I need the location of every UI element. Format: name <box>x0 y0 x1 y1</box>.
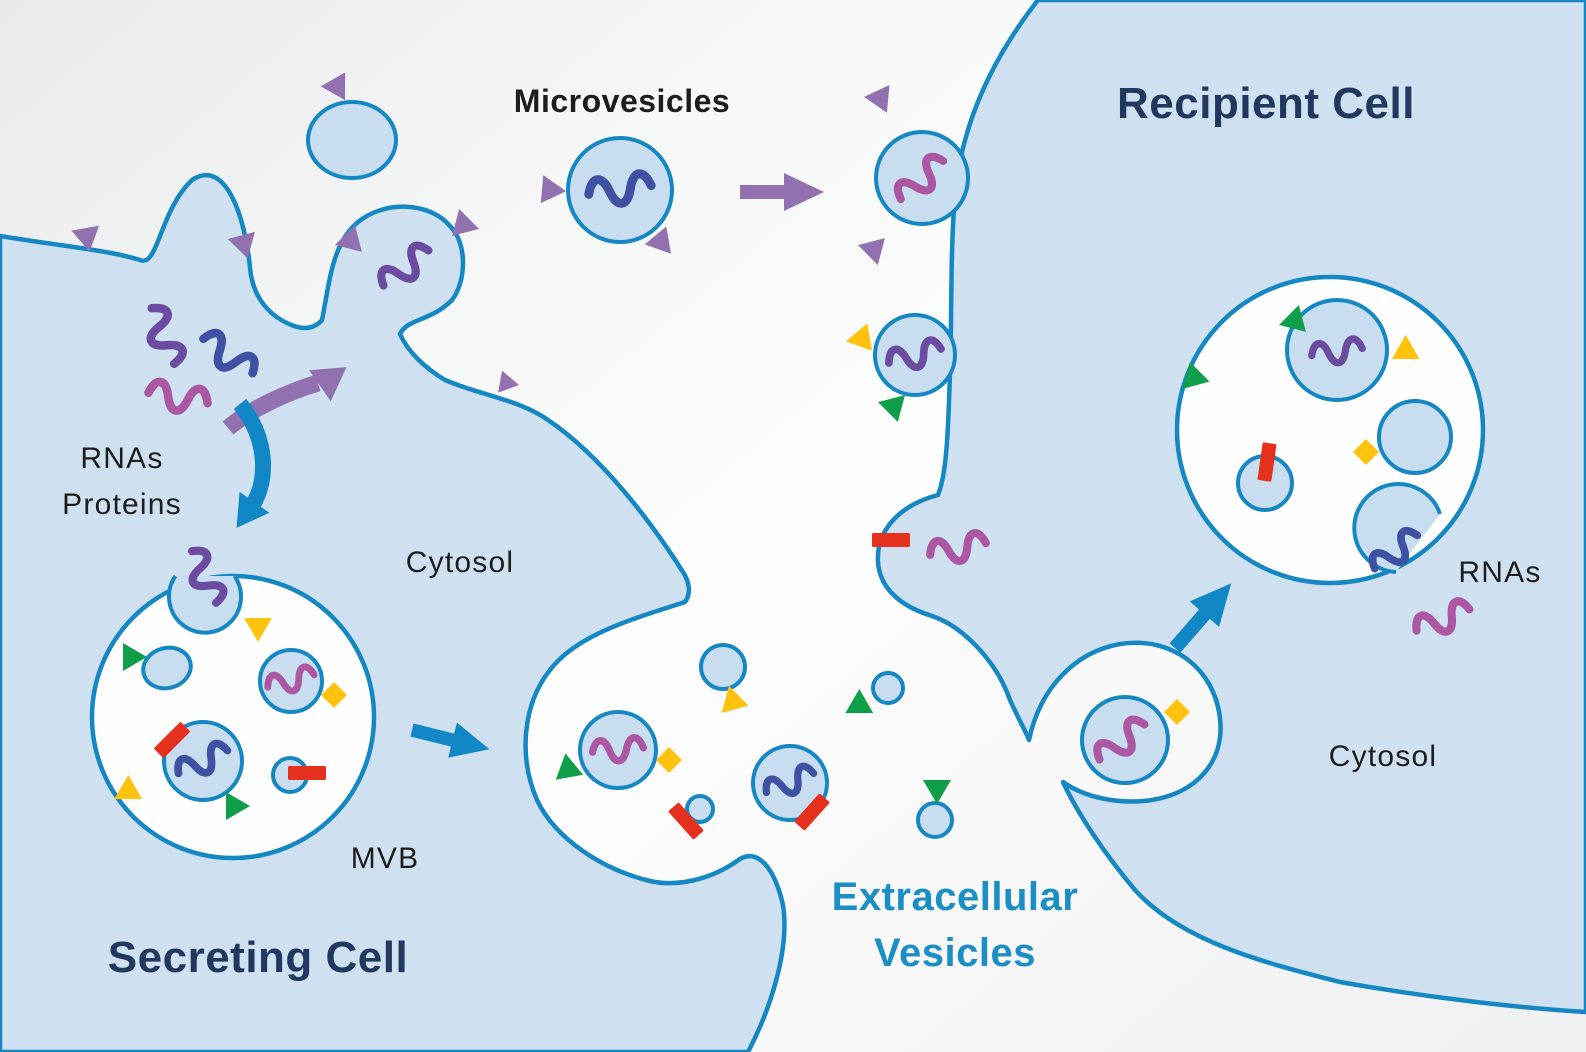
protein-triangle-icon <box>721 685 753 720</box>
extracellular-vesicle <box>699 643 747 691</box>
sorting-arrows <box>221 351 358 539</box>
receptor-triangle-icon <box>540 175 568 206</box>
vesicles <box>141 100 1453 839</box>
mvb-sorting-arrow <box>221 398 271 539</box>
extracellular-vesicle-rna <box>578 710 658 790</box>
mvb-label: MVB <box>351 842 420 875</box>
receptor-triangle-icon <box>864 85 900 119</box>
secreting-cell-label: Secreting Cell <box>108 933 408 982</box>
protein-triangle-icon <box>923 780 951 804</box>
docking-microvesicle <box>874 130 970 226</box>
proteins-label: Proteins <box>62 488 182 521</box>
protein-bar-icon <box>872 533 910 547</box>
extracellular-vesicle-small <box>871 671 905 705</box>
extracellular-vesicles-label-line1: Extracellular <box>832 875 1079 919</box>
microvesicle-budding-arrow <box>222 351 358 435</box>
receptor-triangle-icon <box>858 228 895 265</box>
rnas-right-label: RNAs <box>1458 556 1541 589</box>
extracellular-vesicle-small <box>916 801 954 839</box>
protein-diamond-icon <box>1164 699 1190 725</box>
diagram-labels: Microvesicles Recipient Cell Secreting C… <box>62 79 1541 982</box>
microvesicles-label: Microvesicles <box>514 83 730 119</box>
membrane-bound-vesicle <box>873 313 957 397</box>
protein-bar-icon <box>288 766 326 780</box>
budded-microvesicle <box>306 100 398 180</box>
recipient-cell-label: Recipient Cell <box>1117 79 1415 128</box>
extracellular-vesicle-small <box>685 794 715 824</box>
secreting-cell-body <box>0 172 787 1052</box>
extracellular-vesicles-label-line2: Vesicles <box>874 931 1036 975</box>
rnas-label: RNAs <box>80 442 163 475</box>
endosome-vesicle-empty <box>1377 399 1453 475</box>
arrow-icon <box>740 173 824 211</box>
cytosol-left-label: Cytosol <box>406 546 514 579</box>
cytosol-right-label: Cytosol <box>1329 740 1437 773</box>
endocytosed-vesicle <box>1080 695 1170 785</box>
free-microvesicle <box>566 136 674 244</box>
mvb-vesicle-empty <box>141 645 193 691</box>
microvesicle-transfer-arrow <box>740 173 824 211</box>
protein-diamond-icon <box>656 747 682 773</box>
endosome-vesicle-rna <box>1285 298 1389 402</box>
receptor-triangle-icon <box>498 370 521 396</box>
